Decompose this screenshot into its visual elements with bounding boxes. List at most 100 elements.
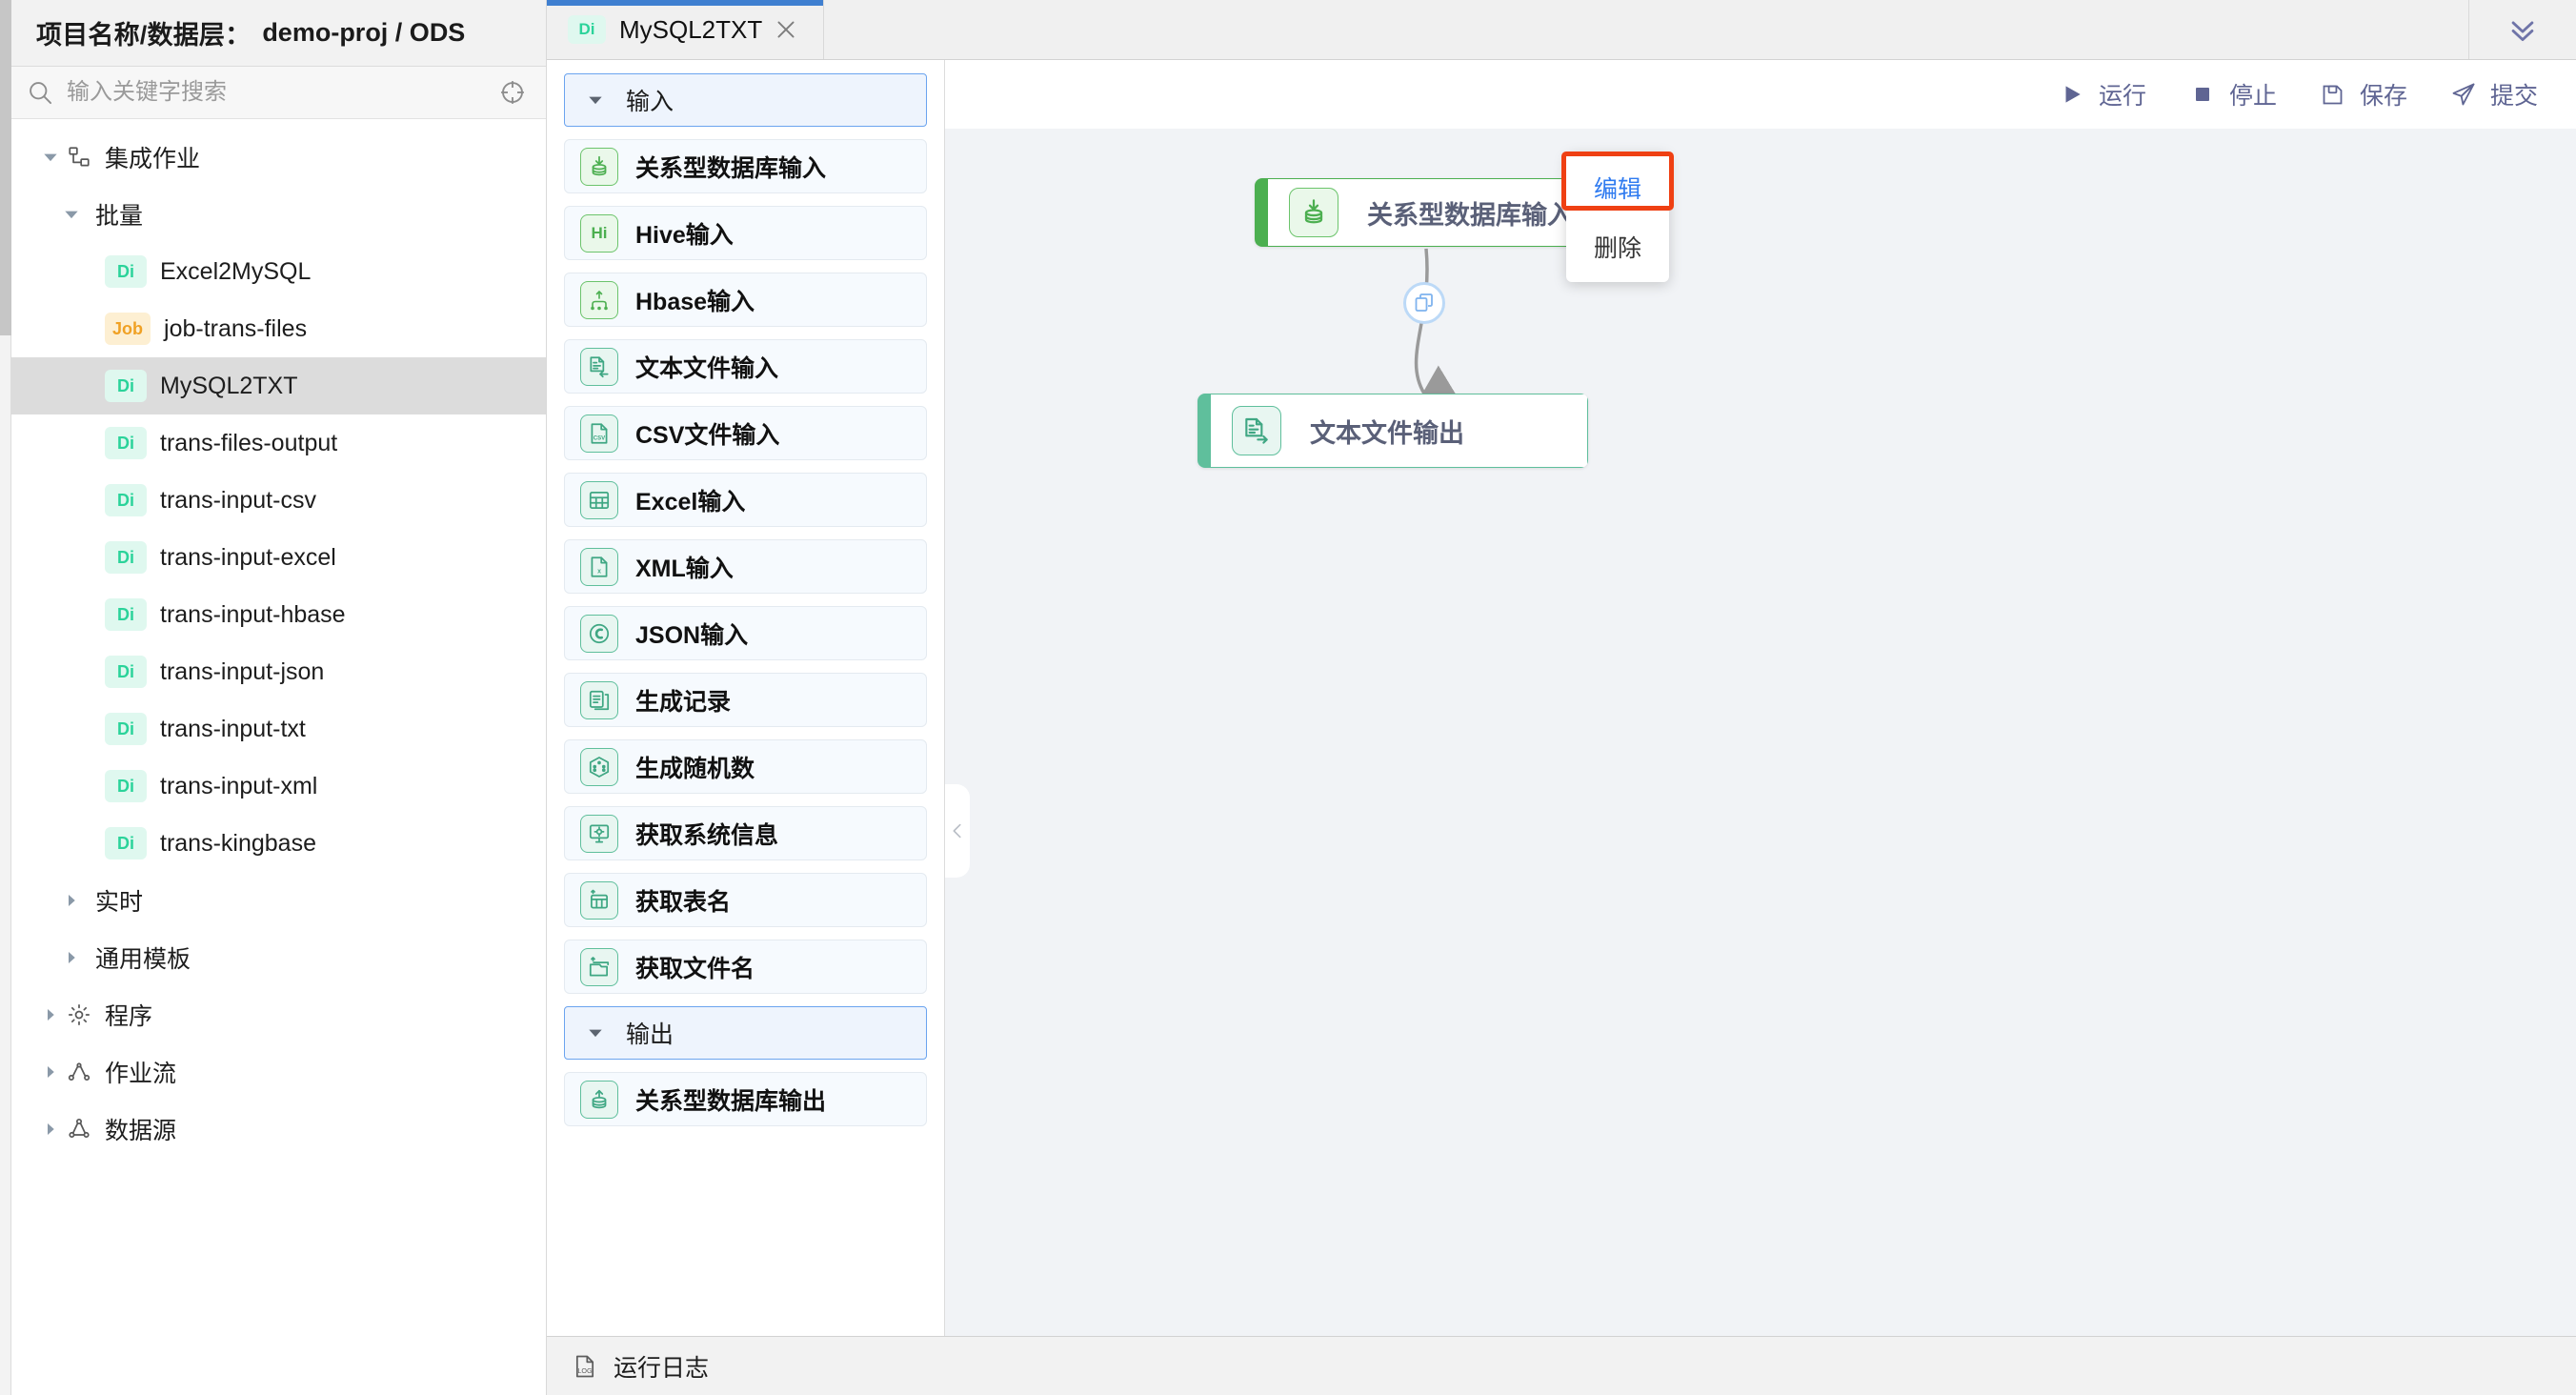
run-log-label: 运行日志 [614,1354,710,1382]
tree-item-[interactable]: 批量 [11,186,546,243]
tree-item-[interactable]: 数据源 [11,1101,546,1158]
palette-group-label: 输出 [626,1021,674,1048]
palette-group-input[interactable]: 输入 [564,73,927,127]
svg-text:CSV: CSV [594,435,605,441]
tab-mysql2txt[interactable]: Di MySQL2TXT [547,0,825,59]
search-input[interactable] [67,79,485,106]
close-icon[interactable] [774,17,798,42]
palette-item-get-file-name[interactable]: 获取文件名 [564,940,927,994]
submit-send-icon [2449,80,2478,109]
tree-item-[interactable]: 实时 [11,872,546,929]
palette-item-records[interactable]: 生成记录 [564,673,927,727]
workflow-icon [63,1058,95,1086]
palette-item-text-file-input[interactable]: 文本文件输入 [564,339,927,394]
context-menu-item-edit[interactable]: 编辑 [1593,176,1641,203]
caret-right-icon[interactable] [38,1002,63,1027]
run-log-bar[interactable]: LOG 运行日志 [547,1336,2576,1395]
tree-item-type-badge: Job [105,313,151,345]
caret-right-icon[interactable] [59,888,84,913]
tree-item-label: trans-input-json [160,657,325,685]
scrollbar-thumb[interactable] [0,0,11,335]
palette-item-database-download[interactable]: 关系型数据库输入 [564,139,927,193]
caret-down-icon[interactable] [59,202,84,227]
tab-title: MySQL2TXT [619,14,763,44]
tree-item-trans-input-csv[interactable]: Di trans-input-csv [11,472,546,529]
tree-item-type-badge: Di [105,541,147,574]
save-button[interactable]: 保存 [2319,77,2407,111]
palette-item-label: 生成记录 [635,688,732,716]
double-chevron-down-icon[interactable] [2469,0,2576,59]
window-scrollbar[interactable] [0,0,11,1395]
palette-item-label: 关系型数据库输出 [635,1087,827,1115]
chevron-left-icon[interactable] [945,784,970,878]
palette-item-label: 关系型数据库输入 [635,154,827,182]
caret-down-icon [586,91,605,110]
tree-item-type-badge: Di [105,484,147,516]
palette-group-output[interactable]: 输出 [564,1006,927,1060]
crosshair-target-icon[interactable] [498,78,527,107]
palette-item-label: Hbase输入 [635,288,755,315]
caret-right-icon[interactable] [59,945,84,970]
tree-item-label: 数据源 [105,1118,177,1144]
tree-item-type-badge: Di [105,370,147,402]
palette-item-table-grid[interactable]: Excel输入 [564,473,927,527]
gear-icon [63,1001,95,1029]
palette-item-hbase[interactable]: Hbase输入 [564,273,927,327]
hive-icon: Hi [580,213,618,253]
get-file-name-icon [580,947,618,986]
tree-item-label: MySQL2TXT [160,372,298,399]
palette-item-database-upload[interactable]: 关系型数据库输出 [564,1072,927,1126]
palette-item-label: 获取系统信息 [635,821,779,849]
project-sidebar: 项目名称/数据层： demo-proj / ODS 集成作业批量DiExcel2… [11,0,547,1395]
palette-item-json-circle[interactable]: JSON输入 [564,606,927,660]
caret-down-icon[interactable] [38,145,63,170]
submit-button[interactable]: 提交 [2449,77,2538,111]
tree-item-label: trans-input-txt [160,715,306,742]
tree-item-mysql2txt[interactable]: Di MySQL2TXT [11,357,546,414]
tree-item-[interactable]: 程序 [11,986,546,1043]
tree-item-label: trans-input-csv [160,486,316,514]
flow-canvas[interactable]: 关系型数据库输入 [945,129,2576,1336]
stop-button[interactable]: 停止 [2188,77,2277,111]
context-menu-item-delete[interactable]: 删除 [1593,235,1641,262]
palette-group-label: 输入 [626,89,674,115]
caret-right-icon[interactable] [38,1060,63,1084]
tree-item-[interactable]: 集成作业 [11,129,546,186]
palette-item-monitor-gear[interactable]: 获取系统信息 [564,806,927,860]
copy-duplicate-icon[interactable] [1403,282,1445,324]
caret-right-icon[interactable] [38,1117,63,1142]
tree-item-label: trans-input-hbase [160,600,346,628]
palette-item-label: 文本文件输入 [635,354,779,382]
caret-down-icon [586,1023,605,1042]
tree-item-[interactable]: 作业流 [11,1043,546,1101]
json-circle-icon [580,614,618,653]
database-download-icon [1289,188,1338,237]
node-accent-bar [1197,394,1211,468]
stop-icon [2188,80,2217,109]
palette-item-get-table-name[interactable]: 获取表名 [564,873,927,927]
tree-item-[interactable]: 通用模板 [11,929,546,986]
dice-icon [580,747,618,786]
tree-item-label: trans-kingbase [160,829,316,857]
project-header-value: demo-proj / ODS [262,18,466,47]
table-grid-icon [580,480,618,519]
palette-item-dice[interactable]: 生成随机数 [564,739,927,794]
flow-node-text-file-output[interactable]: 文本文件输出 [1197,394,1588,468]
editor-tabbar: Di MySQL2TXT [547,0,2576,60]
run-button[interactable]: 运行 [2058,77,2146,111]
